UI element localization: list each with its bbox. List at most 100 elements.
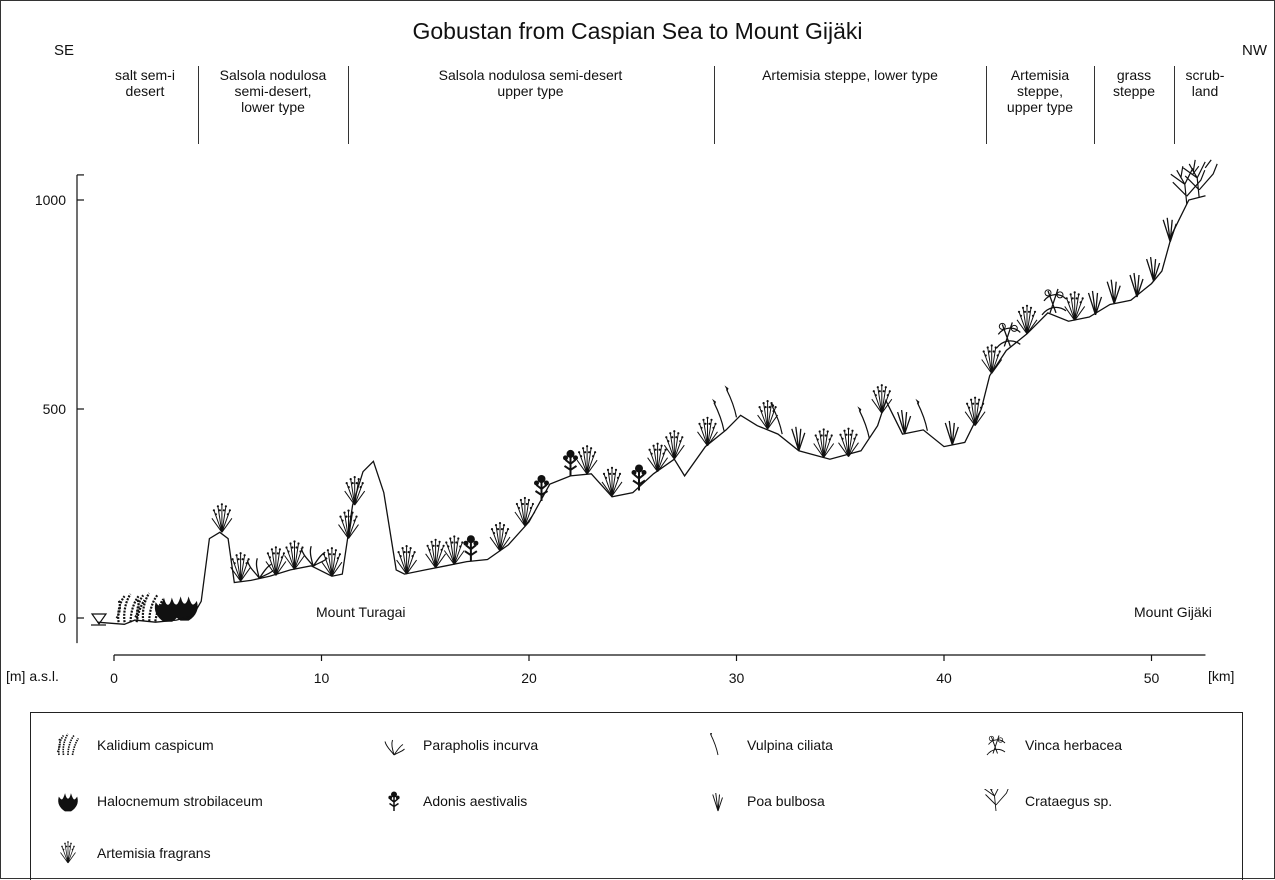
zone-separator <box>1094 66 1095 144</box>
zone-separator <box>714 66 715 144</box>
crataegus-icon <box>983 789 1009 812</box>
legend-label: Poa bulbosa <box>747 793 825 809</box>
legend-label: Halocnemum strobilaceum <box>97 793 263 809</box>
parapholis-icon <box>246 558 274 579</box>
legend-item-crataegus: Crataegus sp. <box>981 789 1112 813</box>
kalidium-icon <box>56 733 80 756</box>
adonis-icon <box>631 464 647 491</box>
kalidium-icon <box>134 592 165 622</box>
legend-item-halocnemum: Halocnemum strobilaceum <box>53 789 263 813</box>
legend-item-vinca: Vinca herbacea <box>981 733 1122 757</box>
artemisia-icon <box>211 503 233 533</box>
place-mount-turagai: Mount Turagai <box>316 604 406 620</box>
artemisia-icon <box>425 538 447 569</box>
artemisia-icon <box>514 496 536 527</box>
legend-item-vulpina: Vulpina ciliata <box>703 733 833 757</box>
vulpina-icon <box>915 398 928 431</box>
legend-item-parapholis: Parapholis incurva <box>379 733 538 757</box>
legend-label: Kalidium caspicum <box>97 737 214 753</box>
poa-icon <box>896 410 912 435</box>
legend-label: Parapholis incurva <box>423 737 539 753</box>
adonis-icon <box>534 475 549 501</box>
direction-left: SE <box>54 42 75 59</box>
artemisia-icon <box>338 509 359 539</box>
poa-icon <box>1145 257 1161 282</box>
adonis-icon <box>463 535 479 562</box>
artemisia-icon <box>1016 304 1038 335</box>
direction-right: NW <box>1242 42 1267 59</box>
x-tick-label: 0 <box>110 670 118 686</box>
zone-salt-semi-desert: salt sem-i desert <box>115 67 175 99</box>
artemisia-icon <box>265 546 287 576</box>
artemisia-icon <box>576 445 598 475</box>
place-mount-gijaki: Mount Gijäki <box>1134 604 1212 620</box>
vulpina-icon <box>712 398 725 431</box>
artemisia-icon <box>871 384 893 414</box>
zone-artemisia-upper: Artemisia steppe, upper type <box>1006 67 1074 115</box>
y-tick-label: 1000 <box>35 192 66 208</box>
parapholis-icon <box>300 545 328 567</box>
zone-separator <box>348 66 349 144</box>
poa-icon <box>1106 279 1121 304</box>
legend: Kalidium caspicum Parapholis incurva Vul… <box>30 712 1243 880</box>
y-axis-unit: [m] a.s.l. <box>6 668 59 684</box>
artemisia-icon <box>489 522 511 552</box>
vulpina-icon <box>710 733 719 756</box>
vinca-icon <box>995 322 1021 349</box>
vulpina-icon <box>857 406 870 439</box>
sea-level-icon <box>90 613 108 626</box>
legend-label: Adonis aestivalis <box>423 793 528 809</box>
artemisia-icon <box>344 476 366 506</box>
legend-label: Vulpina ciliata <box>747 737 833 753</box>
terrain-profile-line <box>97 195 1206 625</box>
y-tick-label: 0 <box>58 610 66 626</box>
poa-icon <box>791 426 806 452</box>
artemisia-icon <box>981 344 1003 374</box>
sea-level-marker <box>90 613 108 626</box>
artemisia-icon <box>443 535 465 565</box>
poa-icon <box>1129 272 1144 298</box>
poa-icon <box>712 792 723 812</box>
artemisia-icon <box>697 416 718 447</box>
artemisia-icon <box>838 427 859 457</box>
legend-label: Crataegus sp. <box>1025 793 1113 809</box>
x-tick-label: 20 <box>521 670 537 686</box>
vulpina-icon <box>724 385 738 418</box>
crataegus-icon <box>1182 159 1218 198</box>
plants-layer <box>115 159 1218 623</box>
artemisia-icon <box>601 466 623 497</box>
x-tick-label: 40 <box>936 670 952 686</box>
adonis-icon <box>563 449 578 476</box>
legend-item-artemisia: Artemisia fragrans <box>53 841 211 865</box>
vinca-icon <box>986 735 1006 756</box>
parapholis-icon <box>384 739 405 756</box>
x-tick-label: 10 <box>314 670 330 686</box>
legend-label: Artemisia fragrans <box>97 845 211 861</box>
zone-separator <box>986 66 987 144</box>
vulpina-icon <box>770 402 783 435</box>
page-title: Gobustan from Caspian Sea to Mount Gijäk… <box>412 18 863 44</box>
zone-scrubland: scrub- land <box>1185 67 1225 99</box>
x-tick-label: 50 <box>1144 670 1160 686</box>
artemisia-icon <box>230 552 252 582</box>
artemisia-icon <box>647 442 669 472</box>
zone-artemisia-lower: Artemisia steppe, lower type <box>762 67 938 83</box>
x-axis-unit: [km] <box>1208 668 1235 684</box>
artemisia-icon <box>757 400 779 430</box>
artemisia-icon <box>60 841 76 864</box>
poa-icon <box>1087 290 1103 316</box>
zone-salsola-upper: Salsola nodulosa semi-desert upper type <box>438 67 623 99</box>
artemisia-icon <box>1064 291 1086 321</box>
artemisia-icon <box>813 428 835 458</box>
artemisia-icon <box>964 396 986 426</box>
zone-separator <box>1174 66 1175 144</box>
x-tick-label: 30 <box>729 670 745 686</box>
legend-item-kalidium: Kalidium caspicum <box>53 733 214 757</box>
vinca-icon <box>1041 288 1067 316</box>
zone-grass-steppe: grass steppe <box>1112 67 1156 99</box>
legend-item-poa: Poa bulbosa <box>703 789 825 813</box>
zone-salsola-lower: Salsola nodulosa semi-desert, lower type <box>219 67 327 115</box>
artemisia-icon <box>663 430 685 460</box>
